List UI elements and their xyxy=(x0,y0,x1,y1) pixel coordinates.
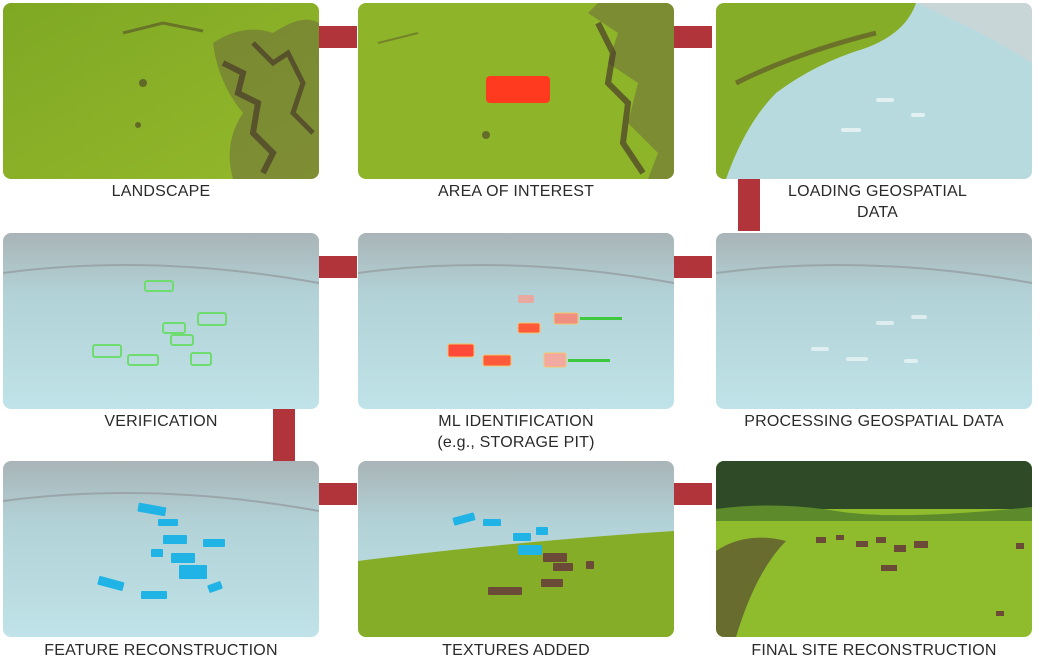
panel-loading-geospatial xyxy=(716,3,1032,179)
panel-verification xyxy=(3,233,319,409)
caption-textures-added: TEXTURES ADDED xyxy=(442,642,590,659)
caption-area-of-interest: AREA OF INTEREST xyxy=(437,183,595,200)
panel-textures-added xyxy=(358,461,674,637)
caption-processing-geospatial: PROCESSING GEOSPATIAL DATA xyxy=(744,413,1004,430)
final-site-reconstruction-image xyxy=(716,461,1032,637)
connector-8-9 xyxy=(674,483,712,505)
area-of-interest-image xyxy=(358,3,674,179)
panel-area-of-interest xyxy=(358,3,674,179)
feature-reconstruction-image xyxy=(3,461,319,637)
caption-verification: VERIFICATION xyxy=(104,413,218,430)
caption-landscape: LANDSCAPE xyxy=(111,183,211,200)
panel-landscape xyxy=(3,3,319,179)
connector-4-7 xyxy=(273,409,295,461)
connector-5-4 xyxy=(319,256,357,278)
connector-2-3 xyxy=(674,26,712,48)
panel-ml-identification xyxy=(358,233,674,409)
verification-image xyxy=(3,233,319,409)
caption-feature-reconstruction: FEATURE RECONSTRUCTION xyxy=(44,642,278,659)
caption-ml-identification: ML IDENTIFICATION (e.g., STORAGE PIT) xyxy=(346,411,686,453)
connector-7-8 xyxy=(319,483,357,505)
connector-6-5 xyxy=(674,256,712,278)
caption-ml-identification-sub: (e.g., STORAGE PIT) xyxy=(437,434,595,451)
caption-final-site-reconstruction: FINAL SITE RECONSTRUCTION xyxy=(751,642,997,659)
panel-processing-geospatial xyxy=(716,233,1032,409)
landscape-image xyxy=(3,3,319,179)
aoi-highlight xyxy=(486,76,550,103)
panel-final-site-reconstruction xyxy=(716,461,1032,637)
connector-1-2 xyxy=(319,26,357,48)
connector-3-6 xyxy=(738,179,760,231)
panel-feature-reconstruction xyxy=(3,461,319,637)
processing-geospatial-image xyxy=(716,233,1032,409)
loading-geospatial-image xyxy=(716,3,1032,179)
caption-ml-identification-title: ML IDENTIFICATION xyxy=(438,413,594,430)
textures-added-image xyxy=(358,461,674,637)
caption-loading-geospatial: LOADING GEOSPATIAL DATA xyxy=(787,183,968,221)
ml-identification-image xyxy=(358,233,674,409)
